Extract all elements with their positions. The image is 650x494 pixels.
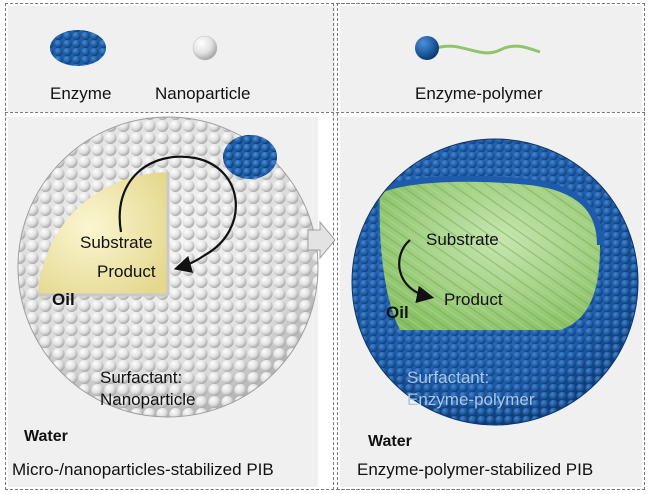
enzyme-icon [50, 30, 106, 66]
left-water-label: Water [24, 428, 68, 445]
left-oil-label: Oil [52, 290, 75, 309]
right-caption: Enzyme-polymer-stabilized PIB [357, 460, 594, 479]
right-surfactant-line2: Enzyme-polymer [407, 390, 535, 409]
nanoparticle-label: Nanoparticle [155, 84, 251, 103]
right-water-label: Water [368, 433, 412, 450]
nanoparticle-sphere [17, 116, 319, 418]
right-reaction-arrow [398, 239, 435, 304]
right-product-label: Product [444, 290, 503, 309]
left-surfactant-line1: Surfactant: [100, 368, 183, 387]
right-dashed-frame [337, 3, 645, 490]
left-dashed-frame [5, 3, 334, 490]
left-reaction-arrow [118, 155, 237, 273]
right-substrate-label: Substrate [426, 230, 499, 249]
enzyme-polymer-sphere [351, 138, 639, 426]
floating-enzyme-icon [223, 135, 277, 179]
transition-arrow-icon [307, 220, 336, 260]
legend-right-bg [340, 6, 642, 112]
right-oil-label: Oil [386, 303, 409, 322]
enzyme-label: Enzyme [50, 84, 112, 103]
left-caption: Micro-/nanoparticles-stabilized PIB [12, 460, 274, 479]
left-substrate-label: Substrate [80, 233, 153, 252]
left-product-label: Product [97, 262, 156, 281]
enzyme-polymer-label: Enzyme-polymer [415, 84, 543, 103]
enzyme-polymer-icon [415, 36, 541, 60]
right-surfactant-line1: Surfactant: [407, 368, 490, 387]
nanoparticle-icon [192, 35, 218, 61]
left-surfactant-line2: Nanoparticle [100, 390, 196, 409]
legend-divider [5, 112, 645, 113]
